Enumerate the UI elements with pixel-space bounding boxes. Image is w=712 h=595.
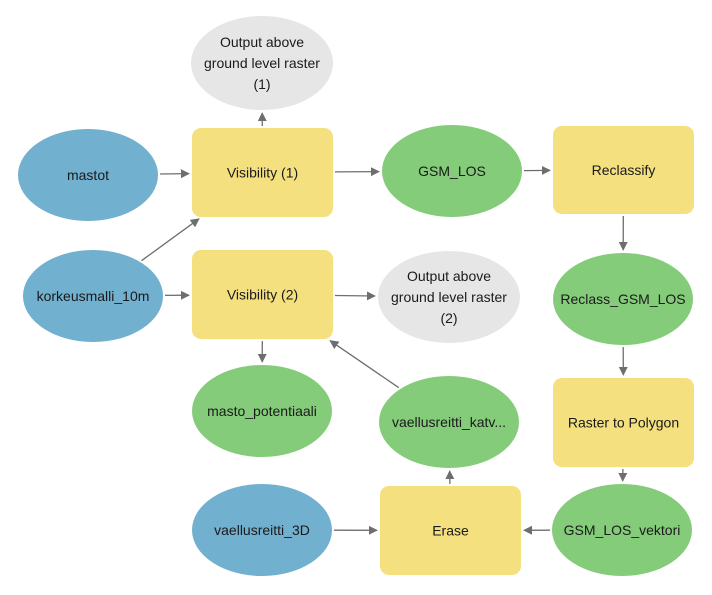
node-korkeusmalli[interactable]: korkeusmalli_10m bbox=[23, 250, 163, 342]
node-label: Reclass_GSM_LOS bbox=[560, 291, 685, 307]
node-layer: mastot korkeusmalli_10m vaellusreitti_3D Vi… bbox=[18, 16, 694, 576]
node-output2[interactable]: Output above ground level raster (2) bbox=[378, 251, 520, 343]
node-label: GSM_LOS bbox=[418, 163, 486, 179]
node-reclassify[interactable]: Reclassify bbox=[553, 126, 694, 214]
tool-shape bbox=[553, 126, 694, 214]
derived-shape bbox=[379, 376, 519, 468]
node-masto-potentiaali[interactable]: masto_potentiaali bbox=[192, 365, 332, 457]
node-label: ground level raster bbox=[391, 289, 507, 305]
node-label: korkeusmalli_10m bbox=[37, 288, 150, 304]
node-erase[interactable]: Erase bbox=[380, 486, 521, 575]
node-reclass-gsm-los[interactable]: Reclass_GSM_LOS bbox=[553, 253, 693, 345]
derived-shape bbox=[552, 484, 692, 576]
derived-shape bbox=[382, 125, 522, 217]
input-shape bbox=[18, 129, 158, 221]
node-label: Visibility (1) bbox=[227, 165, 298, 181]
derived-shape bbox=[553, 253, 693, 345]
node-label: ground level raster bbox=[204, 55, 320, 71]
connector-layer bbox=[141, 112, 628, 535]
node-label: Output above bbox=[220, 34, 304, 50]
node-label: vaellusreitti_3D bbox=[214, 522, 310, 538]
node-label: vaellusreitti_katv... bbox=[392, 414, 506, 430]
node-label: Output above bbox=[407, 268, 491, 284]
intermediate-shape bbox=[191, 16, 333, 110]
node-raster-to-polygon[interactable]: Raster to Polygon bbox=[553, 378, 694, 467]
tool-shape bbox=[553, 378, 694, 467]
node-label: GSM_LOS_vektori bbox=[564, 522, 681, 538]
node-gsm-los[interactable]: GSM_LOS bbox=[382, 125, 522, 217]
node-label: Visibility (2) bbox=[227, 287, 298, 303]
node-label: mastot bbox=[67, 167, 109, 183]
connector-korkeusmalli-to-visibility1[interactable] bbox=[141, 218, 200, 262]
node-label: (2) bbox=[440, 310, 457, 326]
connector-vaellusreitti_katv-to-visibility2[interactable] bbox=[329, 340, 400, 389]
node-gsm-los-vektori[interactable]: GSM_LOS_vektori bbox=[552, 484, 692, 576]
tool-shape bbox=[192, 250, 333, 339]
node-mastot[interactable]: mastot bbox=[18, 129, 158, 221]
input-shape bbox=[23, 250, 163, 342]
node-label: masto_potentiaali bbox=[207, 403, 317, 419]
tool-shape bbox=[380, 486, 521, 575]
tool-shape bbox=[192, 128, 333, 217]
input-shape bbox=[192, 484, 332, 576]
node-visibility2[interactable]: Visibility (2) bbox=[192, 250, 333, 339]
node-label: Erase bbox=[432, 523, 469, 539]
node-output1[interactable]: Output above ground level raster (1) bbox=[191, 16, 333, 110]
node-vaellusreitti-3d[interactable]: vaellusreitti_3D bbox=[192, 484, 332, 576]
connector-visibility2-to-output2[interactable] bbox=[334, 291, 376, 301]
node-visibility1[interactable]: Visibility (1) bbox=[192, 128, 333, 217]
node-vaellusreitti-katv[interactable]: vaellusreitti_katv... bbox=[379, 376, 519, 468]
node-label: (1) bbox=[253, 76, 270, 92]
node-label: Reclassify bbox=[592, 162, 656, 178]
node-label: Raster to Polygon bbox=[568, 415, 679, 431]
intermediate-shape bbox=[378, 251, 520, 343]
derived-shape bbox=[192, 365, 332, 457]
